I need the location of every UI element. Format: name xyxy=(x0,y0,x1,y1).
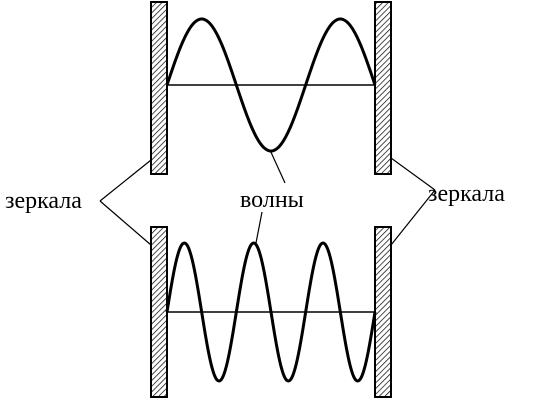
bottom-left-mirror xyxy=(150,226,168,398)
top-left-mirror xyxy=(150,1,168,175)
left-leader-top xyxy=(99,159,152,202)
center-leader-bottom xyxy=(255,211,263,244)
leader-lines xyxy=(99,149,436,246)
top-cavity xyxy=(150,1,392,175)
right-mirrors-label: зеркала xyxy=(428,181,505,207)
left-mirrors-label: зеркала xyxy=(5,188,82,214)
bottom-right-mirror xyxy=(374,226,392,398)
right-leader-top xyxy=(390,157,436,191)
left-leader-bottom xyxy=(99,200,152,246)
bottom-cavity xyxy=(150,226,392,398)
right-leader-bottom xyxy=(390,189,436,246)
center-leader-top xyxy=(269,149,286,184)
top-right-mirror xyxy=(374,1,392,175)
waves-label: волны xyxy=(240,187,304,213)
bottom-wave xyxy=(165,241,377,383)
